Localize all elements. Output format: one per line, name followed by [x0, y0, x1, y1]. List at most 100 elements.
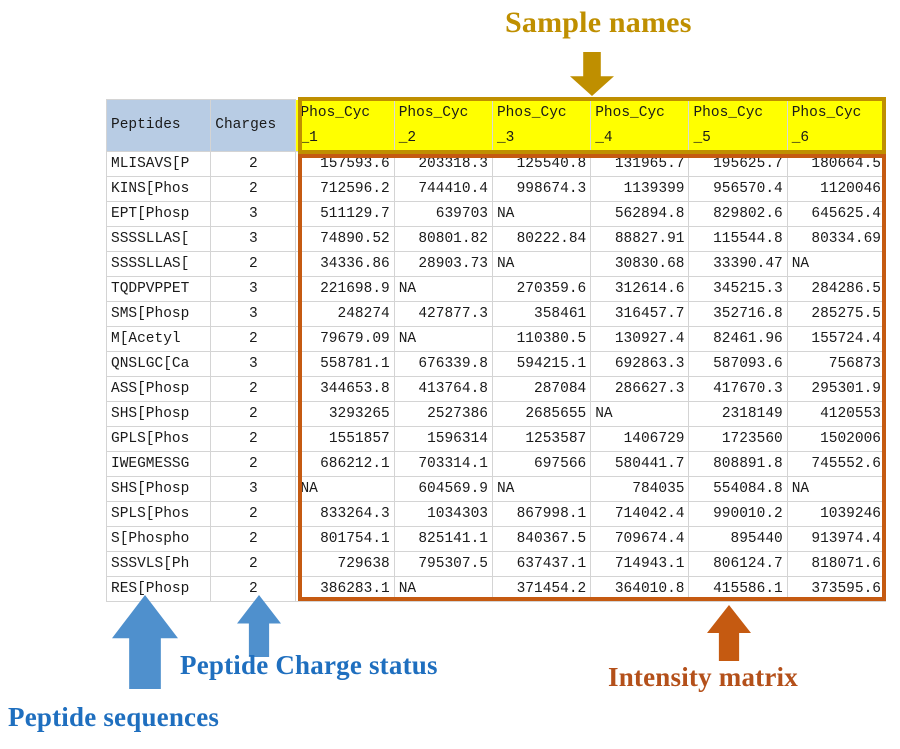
- column-header-sample-2[interactable]: Phos_Cyc _2: [393, 99, 493, 151]
- cell-peptide[interactable]: SPLS[Phos: [105, 500, 212, 527]
- cell-peptide[interactable]: SSSVLS[Ph: [105, 550, 212, 577]
- cell-charge[interactable]: 2: [210, 250, 297, 277]
- cell-intensity[interactable]: 82461.96: [688, 325, 788, 352]
- cell-intensity[interactable]: NA: [491, 200, 592, 227]
- cell-intensity[interactable]: 4120553: [786, 400, 887, 427]
- column-header-sample-3[interactable]: Phos_Cyc _3: [491, 99, 592, 151]
- cell-intensity[interactable]: 115544.8: [688, 225, 788, 252]
- cell-intensity[interactable]: NA: [786, 475, 887, 502]
- column-header-charges[interactable]: Charges: [210, 99, 297, 152]
- cell-intensity[interactable]: 79679.09: [295, 325, 395, 352]
- cell-charge[interactable]: 2: [210, 325, 297, 352]
- cell-intensity[interactable]: NA: [590, 400, 690, 427]
- cell-intensity[interactable]: 295301.9: [786, 375, 887, 402]
- cell-intensity[interactable]: 3293265: [295, 400, 395, 427]
- cell-intensity[interactable]: 2527386: [393, 400, 493, 427]
- cell-intensity[interactable]: 833264.3: [295, 500, 395, 527]
- cell-intensity[interactable]: 990010.2: [688, 500, 788, 527]
- cell-intensity[interactable]: 130927.4: [590, 325, 690, 352]
- cell-peptide[interactable]: SHS[Phosp: [105, 475, 212, 502]
- cell-intensity[interactable]: 157593.6: [295, 150, 395, 177]
- cell-intensity[interactable]: 33390.47: [688, 250, 788, 277]
- cell-peptide[interactable]: QNSLGC[Ca: [105, 350, 212, 377]
- cell-intensity[interactable]: 745552.6: [786, 450, 887, 477]
- cell-intensity[interactable]: 28903.73: [393, 250, 493, 277]
- cell-peptide[interactable]: ASS[Phosp: [105, 375, 212, 402]
- cell-intensity[interactable]: 998674.3: [491, 175, 592, 202]
- cell-peptide[interactable]: SHS[Phosp: [105, 400, 212, 427]
- cell-intensity[interactable]: 352716.8: [688, 300, 788, 327]
- cell-peptide[interactable]: EPT[Phosp: [105, 200, 212, 227]
- cell-intensity[interactable]: 558781.1: [295, 350, 395, 377]
- cell-intensity[interactable]: 867998.1: [491, 500, 592, 527]
- cell-intensity[interactable]: 806124.7: [688, 550, 788, 577]
- column-header-sample-5[interactable]: Phos_Cyc _5: [688, 99, 788, 151]
- cell-peptide[interactable]: S[Phospho: [105, 525, 212, 552]
- cell-intensity[interactable]: NA: [393, 275, 493, 302]
- cell-intensity[interactable]: 714943.1: [590, 550, 690, 577]
- cell-intensity[interactable]: 808891.8: [688, 450, 788, 477]
- cell-intensity[interactable]: 709674.4: [590, 525, 690, 552]
- cell-intensity[interactable]: 840367.5: [491, 525, 592, 552]
- cell-intensity[interactable]: 645625.4: [786, 200, 887, 227]
- cell-intensity[interactable]: 344653.8: [295, 375, 395, 402]
- cell-intensity[interactable]: 795307.5: [393, 550, 493, 577]
- cell-intensity[interactable]: 712596.2: [295, 175, 395, 202]
- cell-intensity[interactable]: 639703: [393, 200, 493, 227]
- cell-charge[interactable]: 2: [210, 175, 297, 202]
- cell-charge[interactable]: 2: [210, 450, 297, 477]
- cell-intensity[interactable]: 676339.8: [393, 350, 493, 377]
- cell-intensity[interactable]: 637437.1: [491, 550, 592, 577]
- cell-peptide[interactable]: GPLS[Phos: [105, 425, 212, 452]
- cell-intensity[interactable]: 554084.8: [688, 475, 788, 502]
- cell-intensity[interactable]: 801754.1: [295, 525, 395, 552]
- cell-intensity[interactable]: 2318149: [688, 400, 788, 427]
- cell-charge[interactable]: 2: [210, 375, 297, 402]
- cell-intensity[interactable]: NA: [393, 575, 493, 602]
- cell-intensity[interactable]: 913974.4: [786, 525, 887, 552]
- cell-intensity[interactable]: 1596314: [393, 425, 493, 452]
- cell-intensity[interactable]: 692863.3: [590, 350, 690, 377]
- cell-intensity[interactable]: 1723560: [688, 425, 788, 452]
- cell-peptide[interactable]: SSSSLLAS[: [105, 225, 212, 252]
- cell-intensity[interactable]: 155724.4: [786, 325, 887, 352]
- cell-intensity[interactable]: 364010.8: [590, 575, 690, 602]
- cell-intensity[interactable]: NA: [786, 250, 887, 277]
- cell-charge[interactable]: 3: [210, 200, 297, 227]
- cell-charge[interactable]: 2: [210, 575, 297, 602]
- cell-peptide[interactable]: RES[Phosp: [105, 575, 212, 602]
- cell-charge[interactable]: 3: [210, 475, 297, 502]
- cell-charge[interactable]: 3: [210, 225, 297, 252]
- cell-intensity[interactable]: 1034303: [393, 500, 493, 527]
- cell-intensity[interactable]: 195625.7: [688, 150, 788, 177]
- cell-intensity[interactable]: 417670.3: [688, 375, 788, 402]
- cell-intensity[interactable]: 784035: [590, 475, 690, 502]
- cell-intensity[interactable]: 110380.5: [491, 325, 592, 352]
- cell-intensity[interactable]: 371454.2: [491, 575, 592, 602]
- cell-intensity[interactable]: 415586.1: [688, 575, 788, 602]
- cell-intensity[interactable]: 358461: [491, 300, 592, 327]
- cell-intensity[interactable]: 221698.9: [295, 275, 395, 302]
- cell-intensity[interactable]: 203318.3: [393, 150, 493, 177]
- cell-intensity[interactable]: 587093.6: [688, 350, 788, 377]
- cell-intensity[interactable]: NA: [491, 475, 592, 502]
- cell-intensity[interactable]: 286627.3: [590, 375, 690, 402]
- cell-intensity[interactable]: 80801.82: [393, 225, 493, 252]
- cell-intensity[interactable]: 131965.7: [590, 150, 690, 177]
- cell-intensity[interactable]: 88827.91: [590, 225, 690, 252]
- cell-intensity[interactable]: 287084: [491, 375, 592, 402]
- cell-intensity[interactable]: 80334.69: [786, 225, 887, 252]
- cell-charge[interactable]: 2: [210, 425, 297, 452]
- cell-intensity[interactable]: 125540.8: [491, 150, 592, 177]
- cell-intensity[interactable]: 413764.8: [393, 375, 493, 402]
- cell-intensity[interactable]: 180664.5: [786, 150, 887, 177]
- spreadsheet-table-container[interactable]: Peptides Charges Phos_Cyc _1 Phos_Cyc _2…: [105, 99, 887, 602]
- cell-intensity[interactable]: 34336.86: [295, 250, 395, 277]
- cell-intensity[interactable]: NA: [393, 325, 493, 352]
- cell-intensity[interactable]: 714042.4: [590, 500, 690, 527]
- cell-charge[interactable]: 2: [210, 500, 297, 527]
- cell-charge[interactable]: 2: [210, 525, 297, 552]
- cell-intensity[interactable]: 74890.52: [295, 225, 395, 252]
- column-header-peptides[interactable]: Peptides: [105, 99, 212, 152]
- cell-intensity[interactable]: 594215.1: [491, 350, 592, 377]
